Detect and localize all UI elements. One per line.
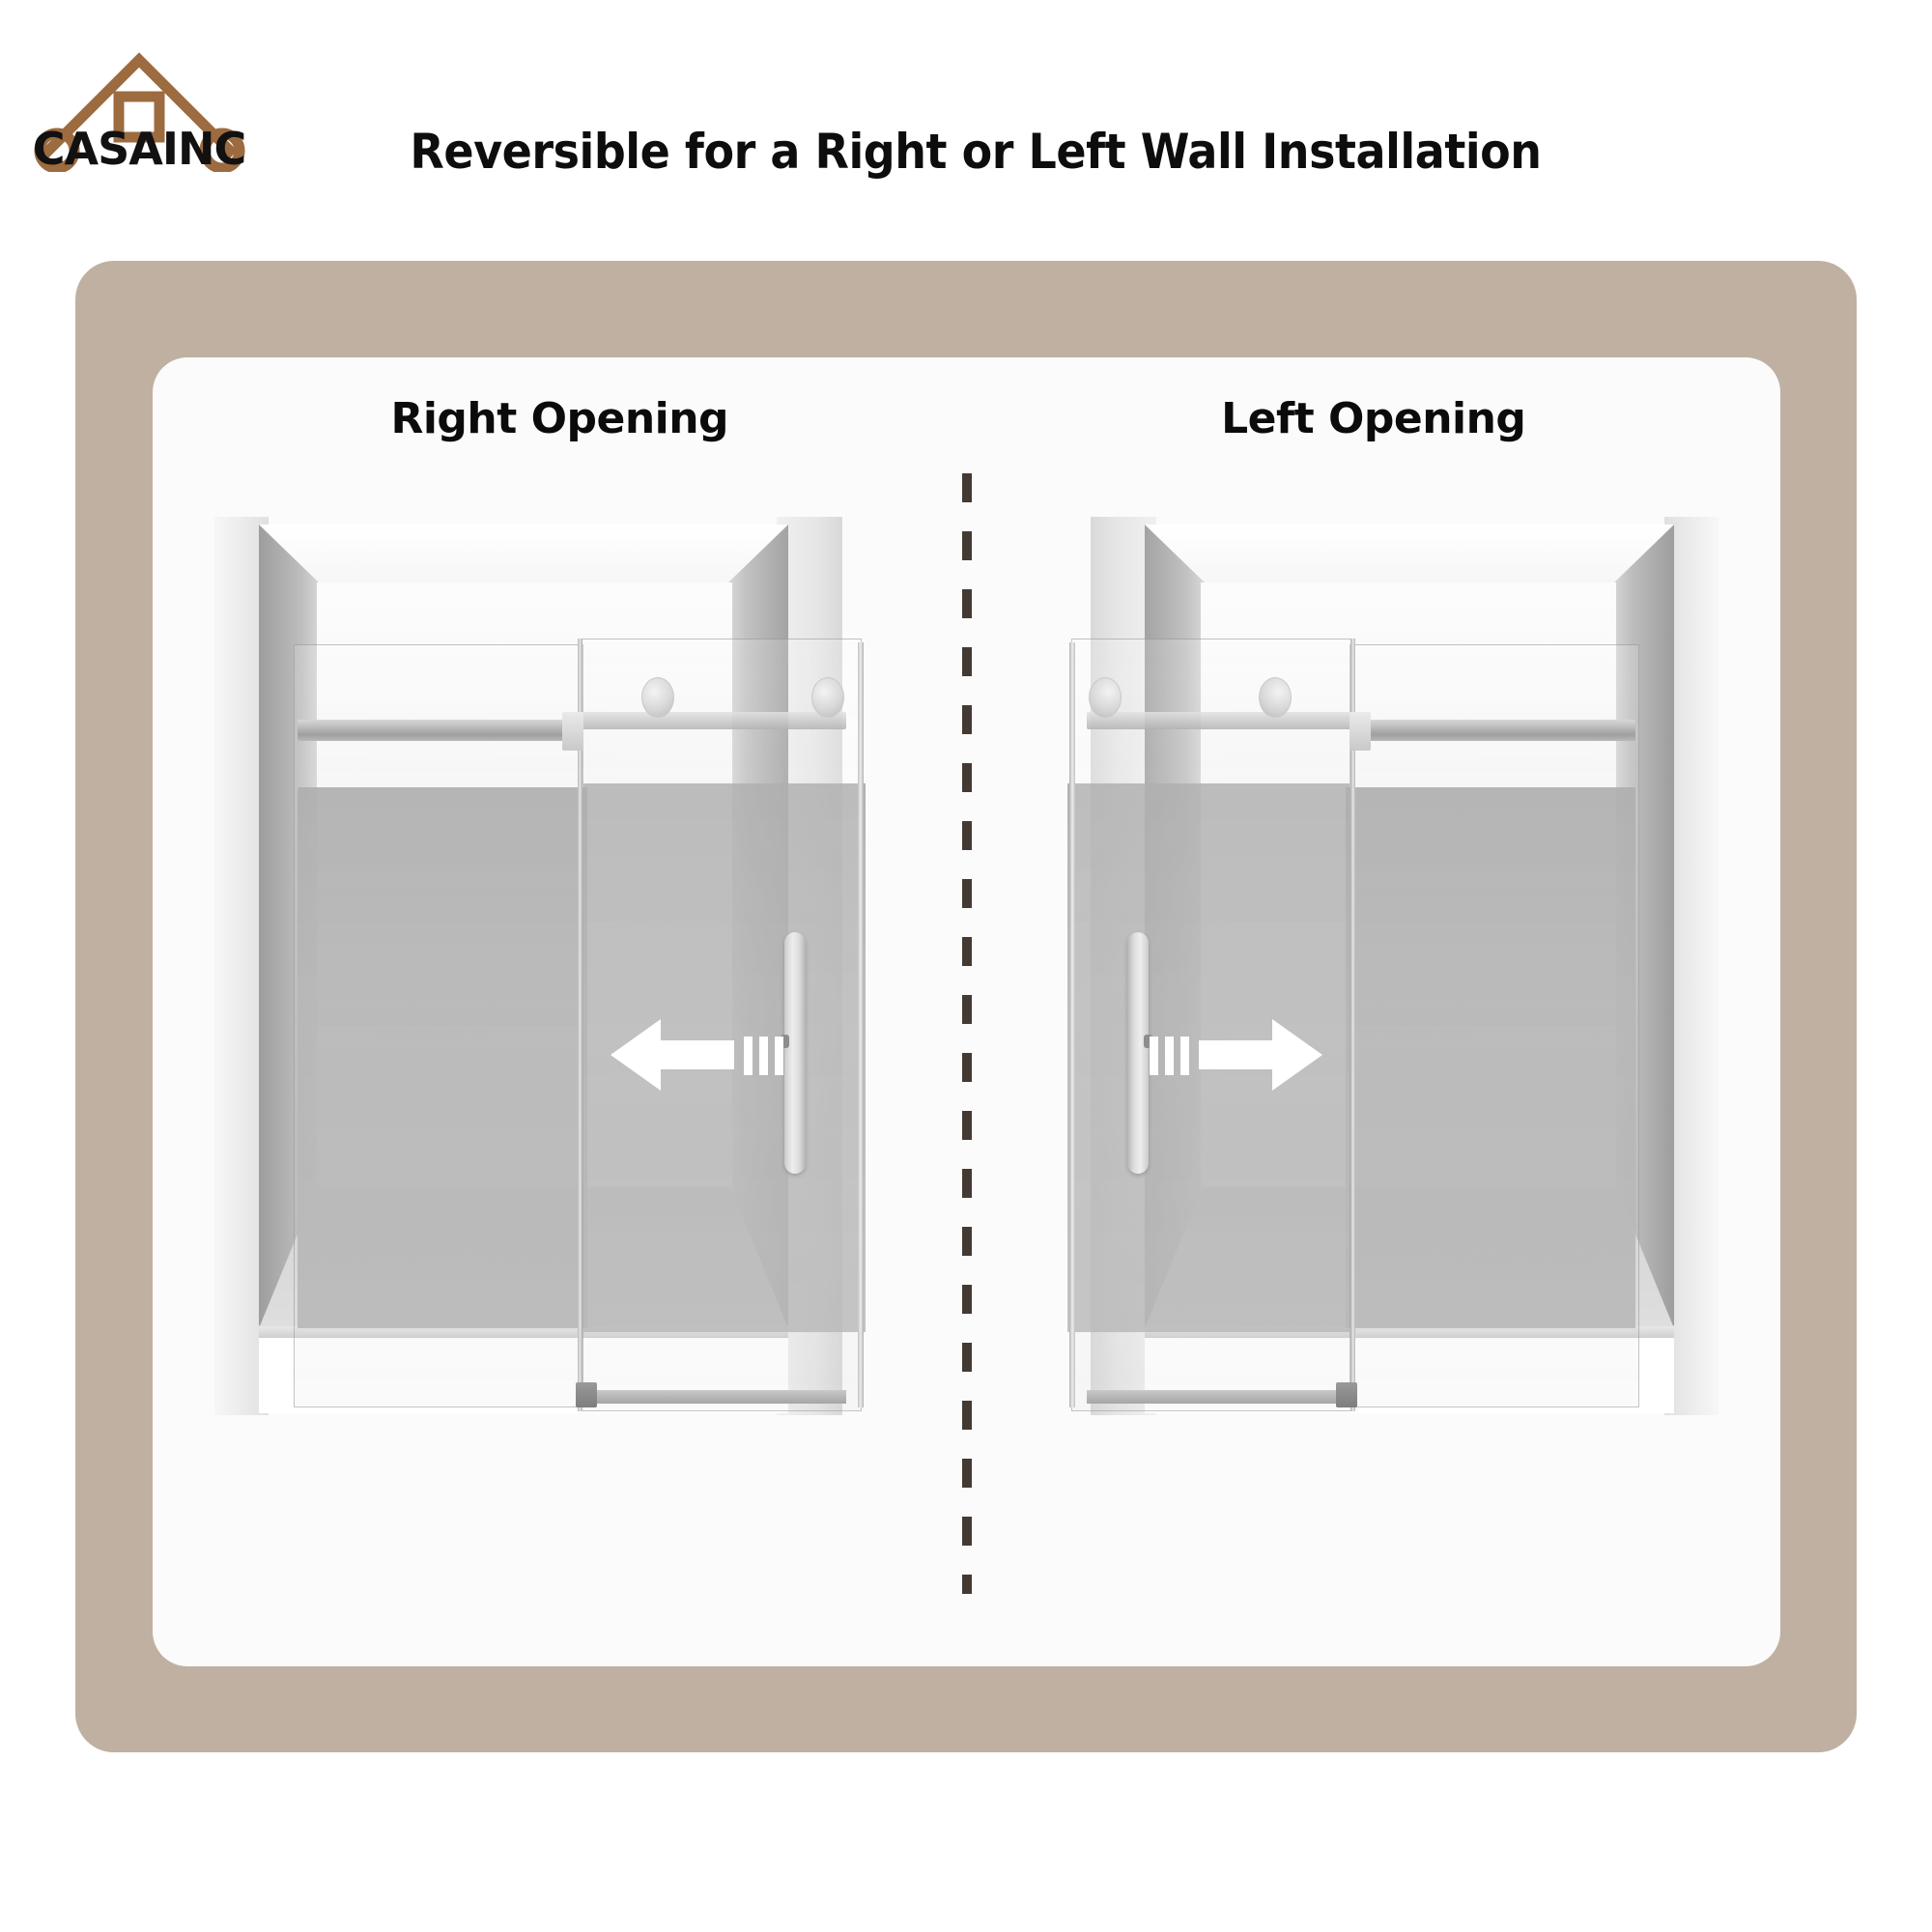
vertical-bar-handle[interactable] (1127, 932, 1149, 1174)
fixed-glass-panel (294, 644, 583, 1407)
header-rail-front (1355, 720, 1635, 741)
roller-wheel-2 (1089, 677, 1122, 718)
rail-end-cap (562, 712, 583, 751)
shower-scene-right-opening (205, 497, 881, 1483)
bottom-guide (583, 1390, 846, 1404)
header-rail-back (1087, 712, 1359, 729)
fixed-glass-shading (298, 787, 587, 1328)
sliding-door-edge-outer (858, 642, 864, 1407)
bottom-guide-block (1336, 1382, 1357, 1407)
arrow-right-motion-icon (1149, 1011, 1322, 1098)
dashed-divider (961, 473, 972, 1594)
page-title: Reversible for a Right or Left Wall Inst… (410, 124, 1542, 180)
ceiling-surface (1145, 525, 1674, 586)
arrow-left-motion-icon (611, 1011, 784, 1098)
sliding-door-edge (1350, 639, 1355, 1411)
bottom-guide-block (576, 1382, 597, 1407)
outer-tan-frame: Right Opening Left Opening (75, 261, 1857, 1752)
ceiling-surface (259, 525, 788, 586)
vertical-bar-handle[interactable] (784, 932, 806, 1174)
header-rail-front (298, 720, 578, 741)
roller-wheel-2 (811, 677, 844, 718)
panel-heading-left-opening: Left Opening (1221, 394, 1526, 443)
bottom-guide (1087, 1390, 1350, 1404)
scene-content (1052, 497, 1728, 1483)
inner-white-card: Right Opening Left Opening (153, 357, 1780, 1666)
svg-text:CASAINC: CASAINC (33, 123, 245, 172)
roller-wheel-1 (641, 677, 674, 718)
handle-screw (781, 1035, 789, 1048)
header-rail-back (574, 712, 846, 729)
roller-wheel-1 (1259, 677, 1292, 718)
sliding-door-edge-outer (1069, 642, 1075, 1407)
sliding-glass-panel[interactable] (580, 639, 862, 1411)
shower-scene-left-opening (1052, 497, 1728, 1483)
sliding-door-edge (578, 639, 582, 1411)
rail-end-cap (1350, 712, 1371, 751)
panel-heading-right-opening: Right Opening (390, 394, 729, 443)
fixed-glass-panel (1350, 644, 1639, 1407)
scene-content (205, 497, 881, 1483)
casainc-house-logo: CASAINC (33, 37, 245, 172)
logo-svg: CASAINC (33, 52, 245, 172)
